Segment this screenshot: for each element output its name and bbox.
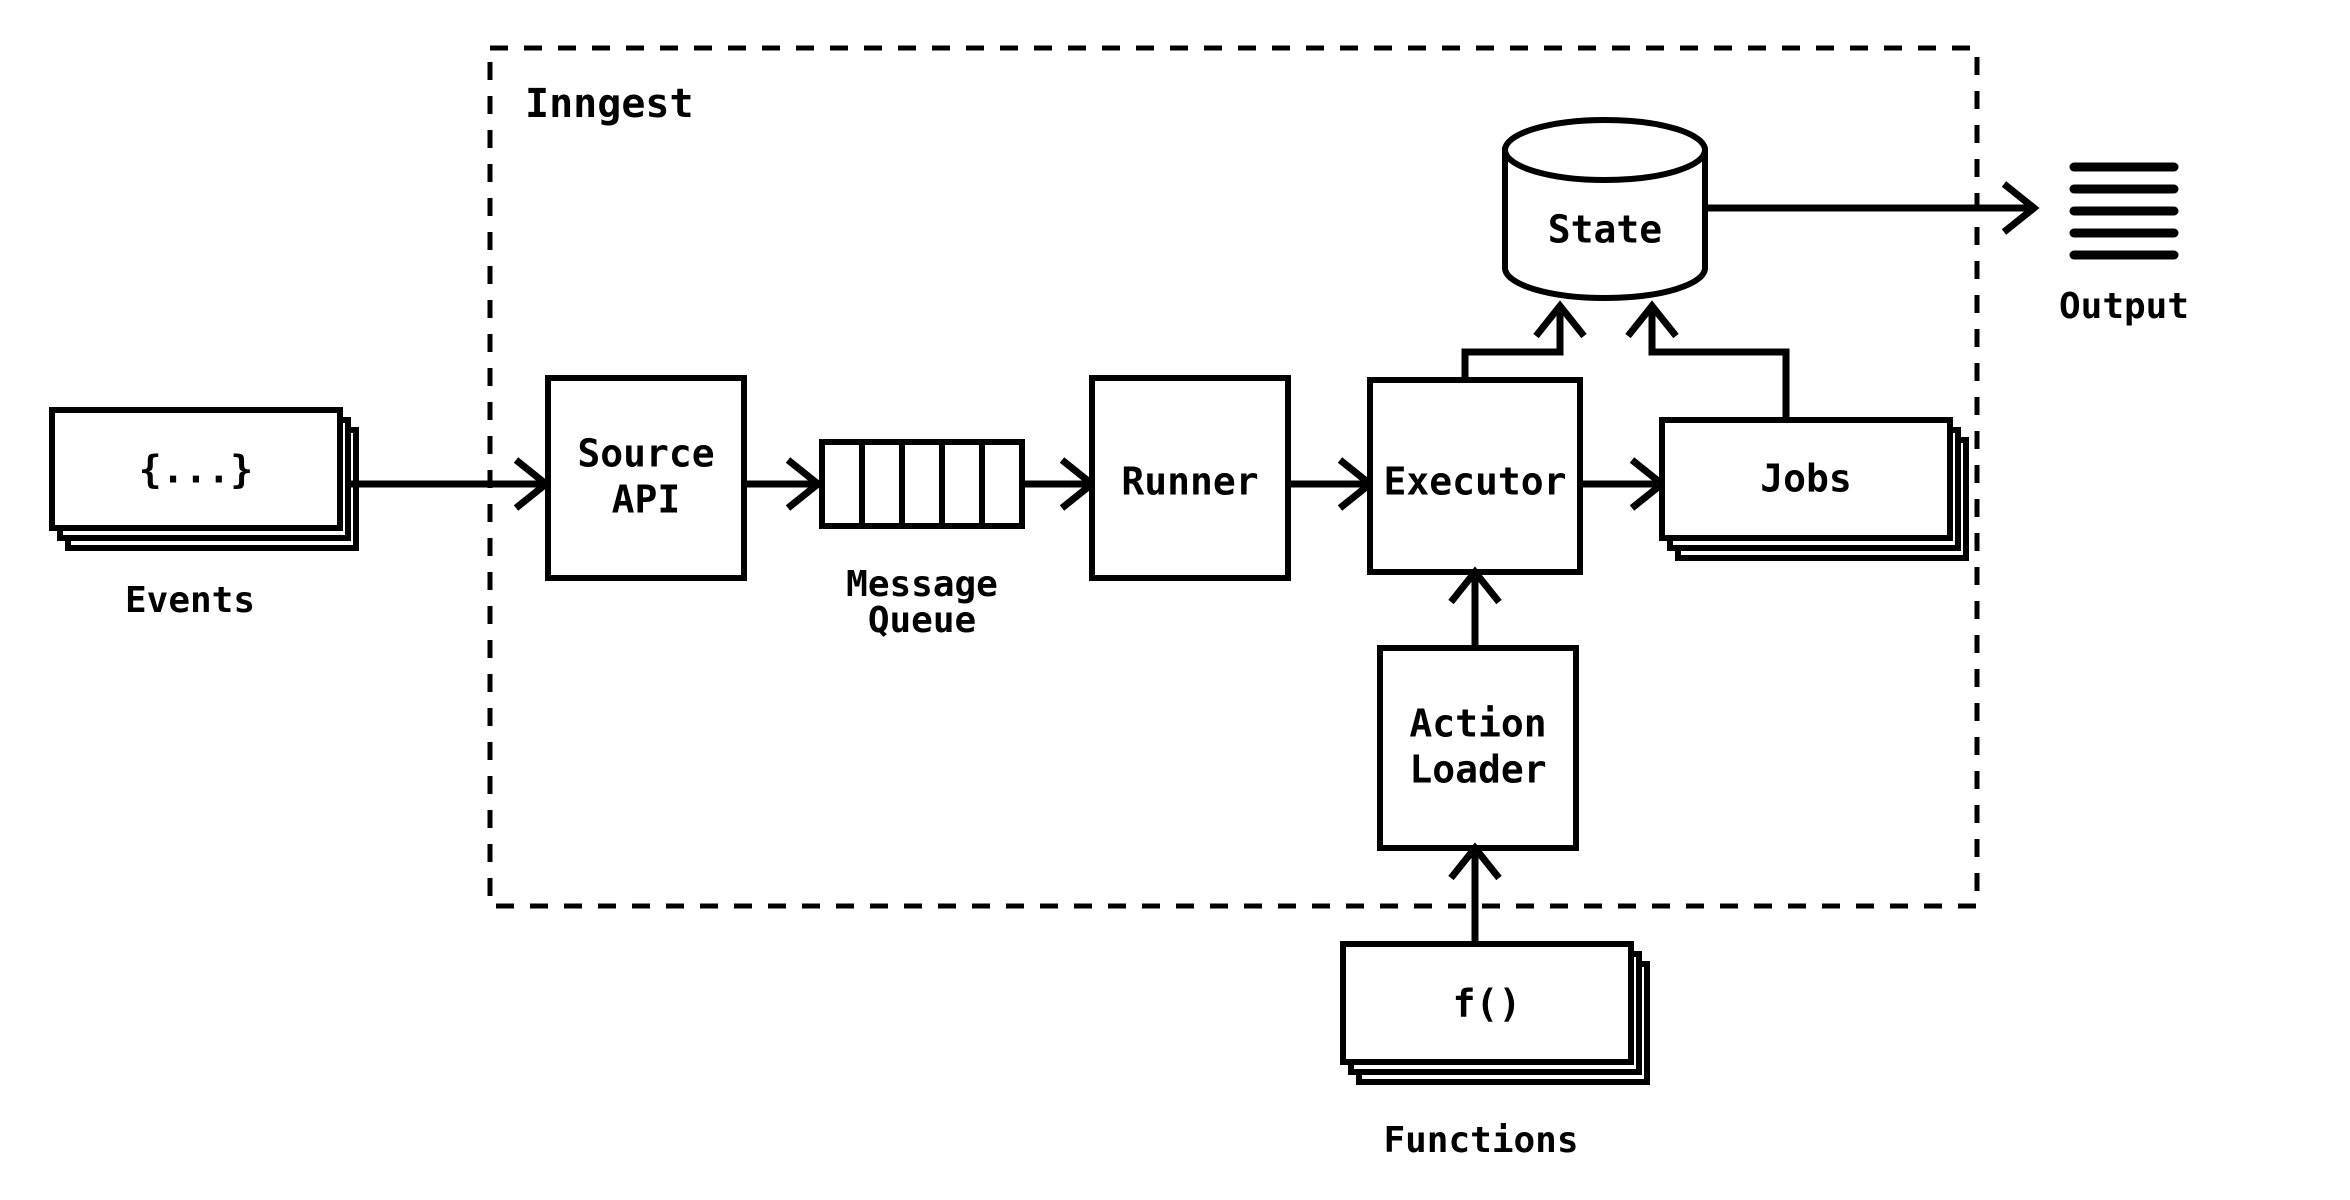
action-loader-node: Action Loader xyxy=(1377,645,1579,851)
edge-message-queue-to-runner xyxy=(1022,457,1098,511)
events-caption: Events xyxy=(125,580,255,621)
edge-source-api-to-message-queue xyxy=(744,457,824,511)
jobs-node: Jobs xyxy=(1659,417,1969,561)
source-api-node: Source API xyxy=(545,375,747,581)
runner-label: Runner xyxy=(1121,460,1258,504)
action-loader-label-line1: Action xyxy=(1409,702,1546,746)
functions-stack-layer-1 xyxy=(1340,941,1634,1065)
message-queue-caption-line1: Message xyxy=(846,564,998,605)
events-label: {...} xyxy=(139,448,253,492)
runner-box xyxy=(1089,375,1291,581)
functions-caption: Functions xyxy=(1383,1120,1578,1161)
executor-label: Executor xyxy=(1383,460,1566,504)
functions-node: f() Functions xyxy=(1340,941,1650,1161)
source-api-label-line2: API xyxy=(612,478,681,522)
arrow-head-icon xyxy=(1533,300,1587,339)
edge-executor-to-state xyxy=(1461,300,1587,380)
edge-line xyxy=(1461,312,1564,380)
state-cylinder-top xyxy=(1502,117,1708,183)
jobs-stack-layer-1 xyxy=(1659,417,1953,541)
edge-functions-to-action-loader xyxy=(1448,842,1502,944)
executor-node: Executor xyxy=(1367,377,1583,575)
executor-box xyxy=(1367,377,1583,575)
arrow-head-icon xyxy=(785,457,824,511)
output-caption: Output xyxy=(2059,286,2189,327)
arrow-head-icon xyxy=(2001,181,2040,235)
message-queue-box xyxy=(819,439,1025,529)
jobs-label: Jobs xyxy=(1760,457,1852,501)
edge-executor-to-jobs xyxy=(1580,457,1668,511)
edge-events-to-source-api xyxy=(348,457,552,511)
inngest-boundary-label: Inngest xyxy=(525,81,694,127)
events-node: {...} Events xyxy=(49,407,359,621)
runner-node: Runner xyxy=(1089,375,1291,581)
inngest-boundary-group: Inngest xyxy=(487,45,1980,909)
inngest-boundary xyxy=(487,45,1980,909)
events-stack-layer-1 xyxy=(49,407,343,531)
state-cylinder-body xyxy=(1502,147,1708,301)
arrow-head-icon xyxy=(1448,842,1502,881)
message-queue-caption-line2: Queue xyxy=(868,600,976,641)
functions-label: f() xyxy=(1453,982,1522,1026)
state-label: State xyxy=(1548,208,1662,252)
output-node: Output xyxy=(2059,162,2189,327)
arrow-head-icon xyxy=(1625,300,1679,339)
edge-state-to-output xyxy=(1705,181,2040,235)
state-node: State xyxy=(1502,117,1708,301)
edge-jobs-to-state xyxy=(1625,300,1790,420)
edge-action-loader-to-executor xyxy=(1448,566,1502,648)
edge-line xyxy=(1648,312,1790,420)
message-queue-node: Message Queue xyxy=(819,439,1025,641)
source-api-box xyxy=(545,375,747,581)
edge-runner-to-executor xyxy=(1288,457,1376,511)
source-api-label-line1: Source xyxy=(577,432,714,476)
action-loader-box xyxy=(1377,645,1579,851)
arrow-head-icon xyxy=(1448,566,1502,605)
action-loader-label-line2: Loader xyxy=(1409,748,1546,792)
